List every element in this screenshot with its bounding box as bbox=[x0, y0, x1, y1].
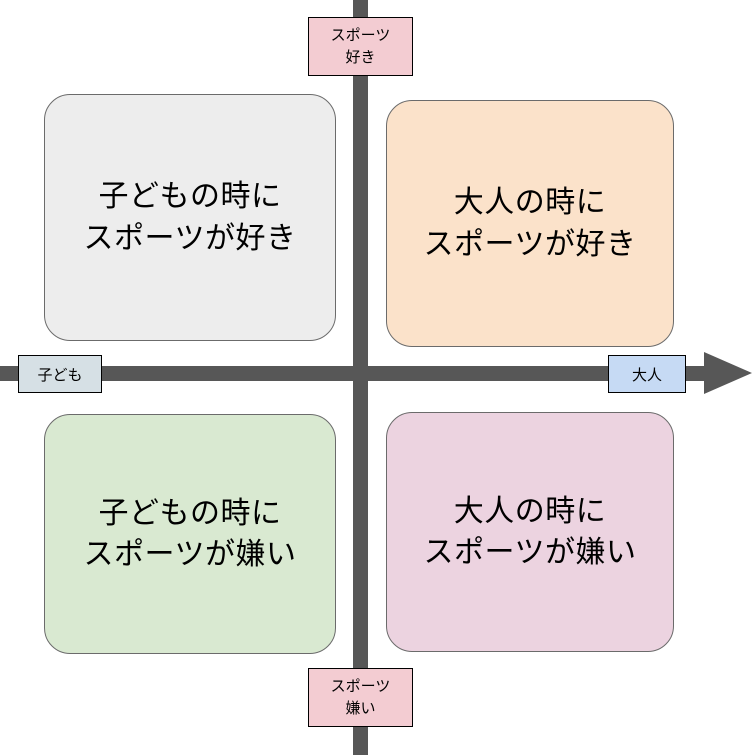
quadrant-top-left: 子どもの時に スポーツが好き bbox=[44, 94, 336, 341]
quadrant-bottom-right-label: 大人の時に スポーツが嫌い bbox=[423, 494, 637, 569]
quadrant-bottom-left: 子どもの時に スポーツが嫌い bbox=[44, 414, 336, 654]
quadrant-top-right: 大人の時に スポーツが好き bbox=[386, 100, 674, 347]
axis-label-top: スポーツ 好き bbox=[308, 17, 413, 76]
horizontal-axis-arrowhead-icon bbox=[704, 352, 752, 394]
axis-label-left-text: 子ども bbox=[37, 366, 83, 384]
axis-label-right-text: 大人 bbox=[631, 366, 662, 384]
quadrant-top-right-label: 大人の時に スポーツが好き bbox=[423, 186, 637, 261]
axis-label-left: 子ども bbox=[18, 355, 102, 393]
quadrant-top-left-label: 子どもの時に スポーツが好き bbox=[83, 180, 297, 255]
axis-label-top-text: スポーツ 好き bbox=[330, 26, 391, 66]
axis-label-right: 大人 bbox=[608, 355, 686, 393]
horizontal-axis bbox=[0, 366, 706, 381]
quadrant-bottom-left-label: 子どもの時に スポーツが嫌い bbox=[83, 496, 297, 571]
axis-label-bottom: スポーツ 嫌い bbox=[308, 668, 413, 727]
axis-label-bottom-text: スポーツ 嫌い bbox=[330, 677, 391, 717]
quadrant-bottom-right: 大人の時に スポーツが嫌い bbox=[386, 412, 674, 652]
